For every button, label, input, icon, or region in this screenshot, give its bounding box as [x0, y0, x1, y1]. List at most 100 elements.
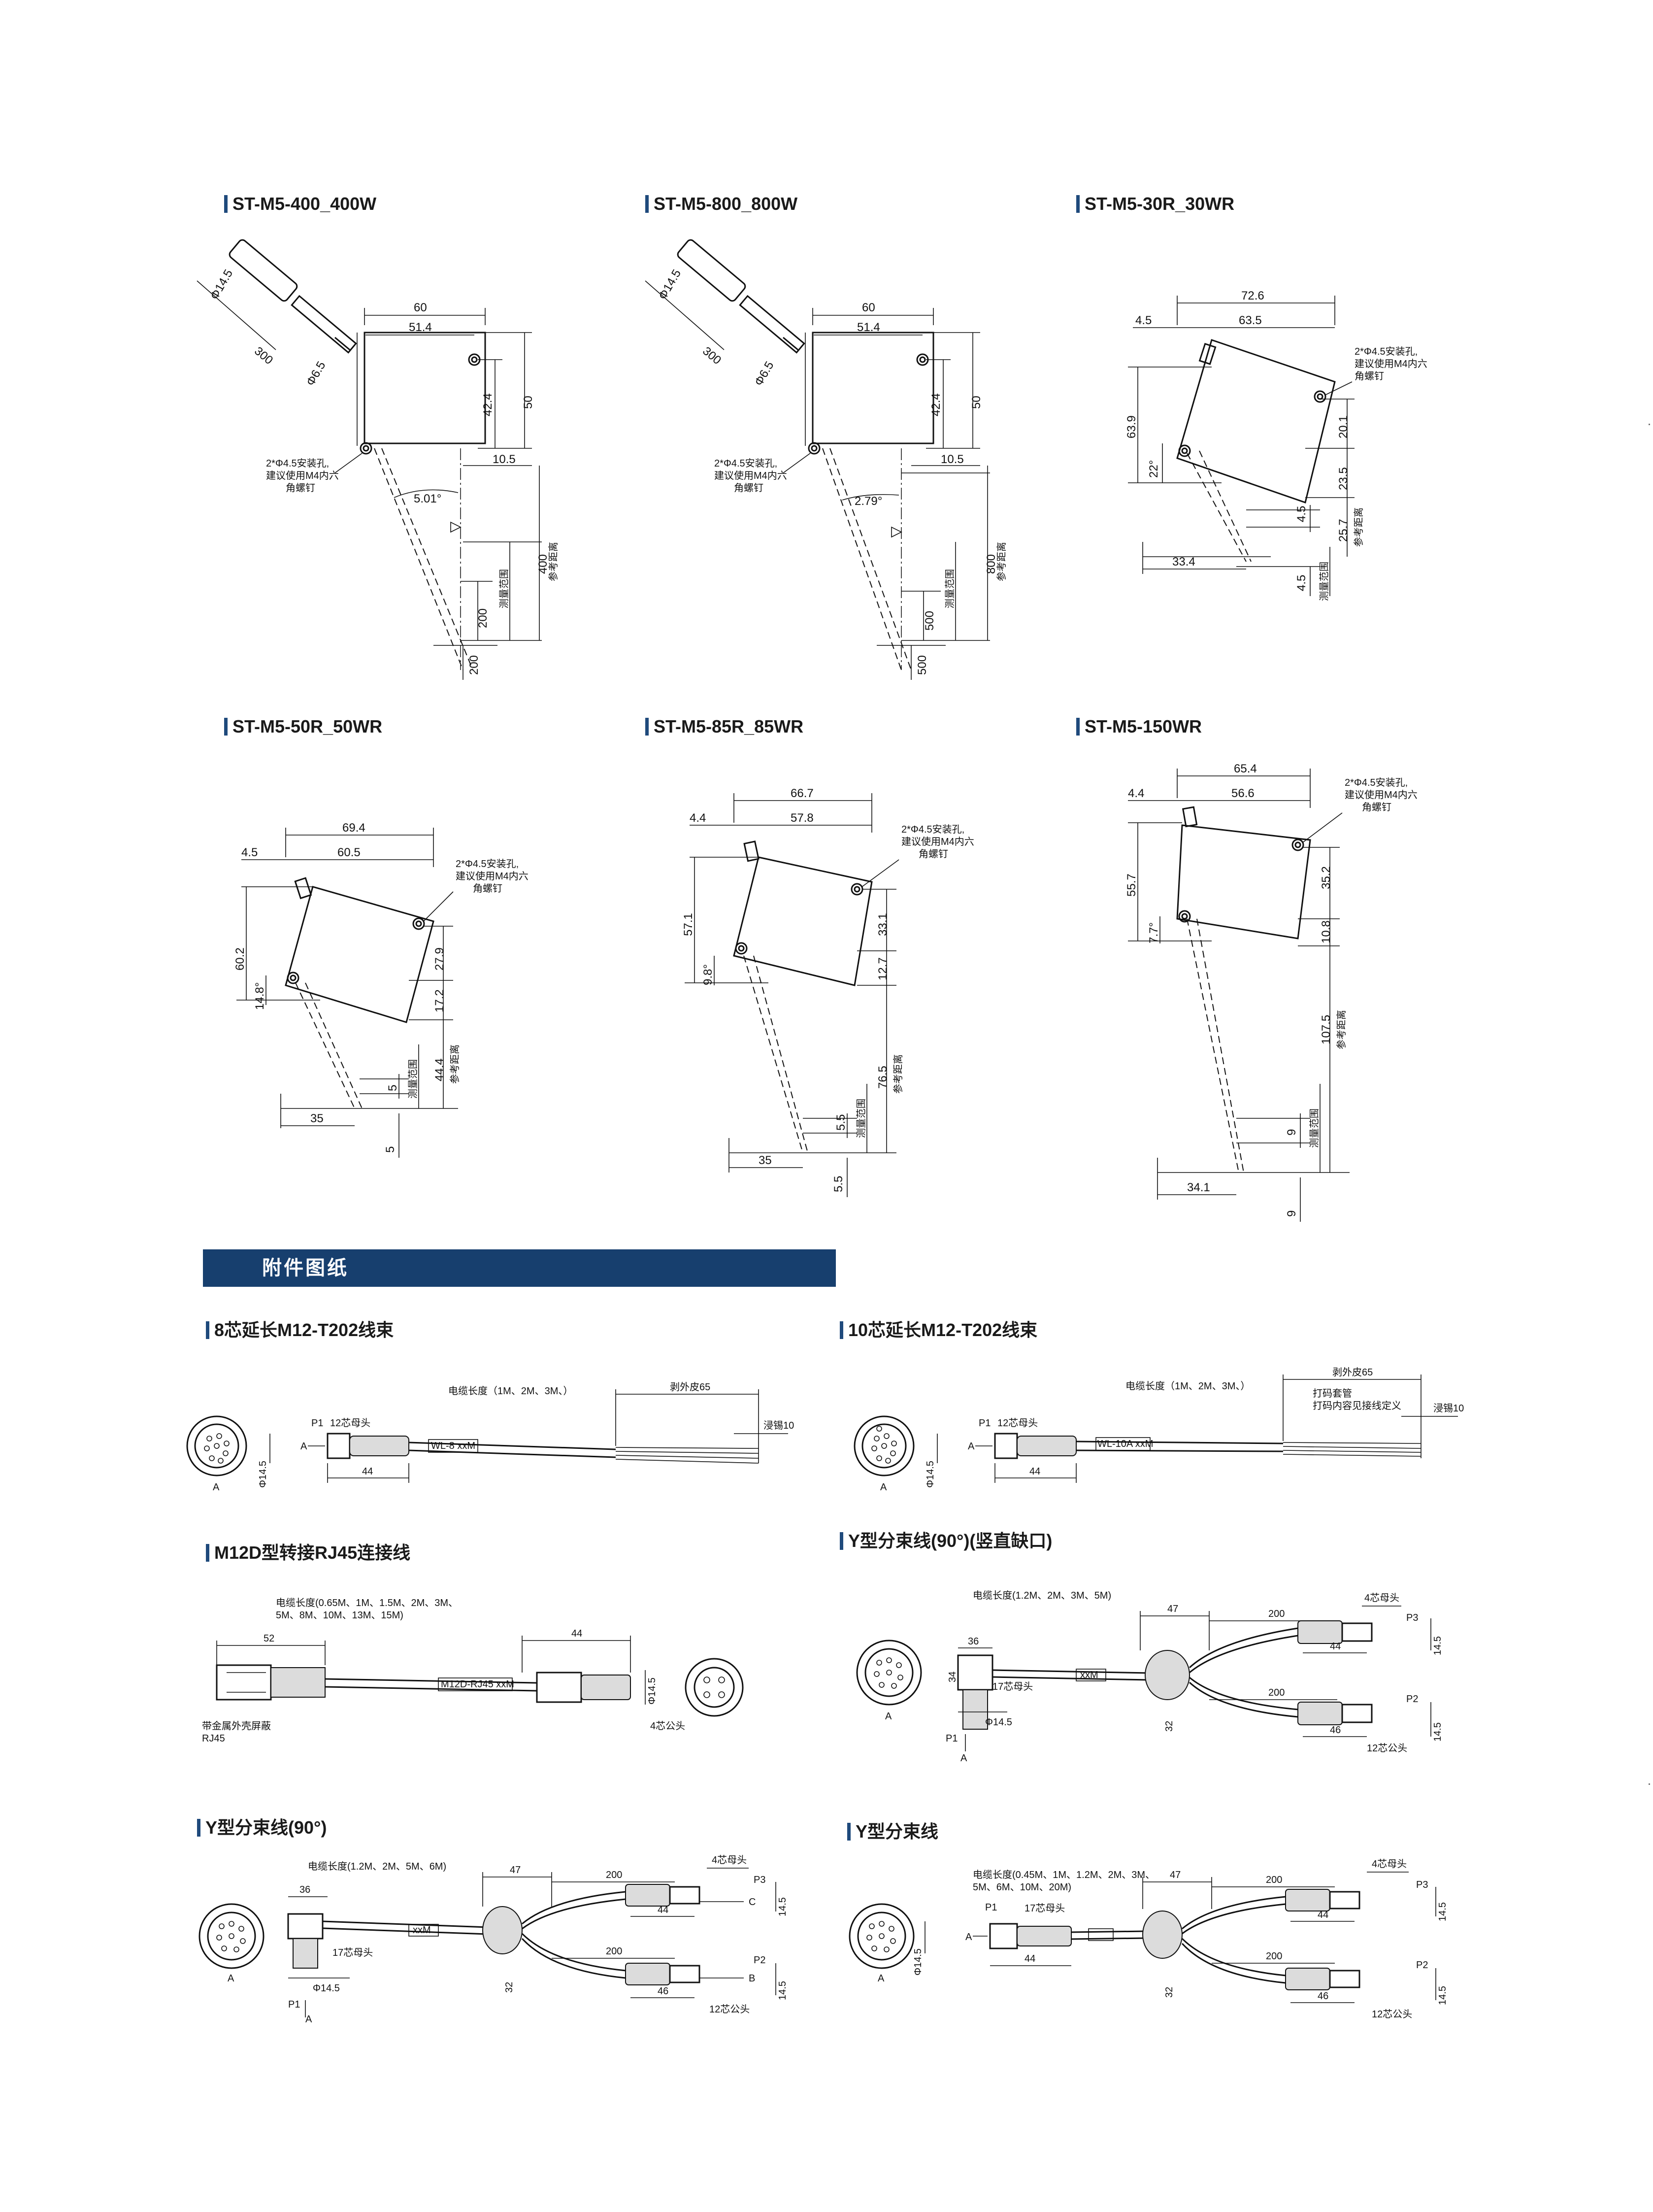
svg-text:5M、6M、10M、20M): 5M、6M、10M、20M): [973, 1882, 1071, 1893]
drawing-cable-8core: A A P1 12芯母头 WL-8 xxM 电缆长度（1M、2M、3M、） 剥外…: [186, 1381, 794, 1493]
svg-text:50: 50: [522, 396, 535, 409]
svg-text:5: 5: [386, 1085, 399, 1091]
svg-text:22°: 22°: [1147, 460, 1160, 478]
svg-text:300: 300: [700, 344, 724, 367]
svg-text:剥外皮65: 剥外皮65: [670, 1381, 710, 1393]
svg-text:P3: P3: [1416, 1879, 1428, 1890]
svg-text:4芯母头: 4芯母头: [1364, 1592, 1399, 1604]
svg-text:10.5: 10.5: [493, 453, 516, 466]
svg-text:参考距离: 参考距离: [449, 1044, 461, 1084]
svg-text:参考距离: 参考距离: [996, 542, 1007, 581]
svg-text:参考距离: 参考距离: [548, 542, 559, 581]
svg-text:2*Φ4.5安装孔,: 2*Φ4.5安装孔,: [1355, 346, 1418, 357]
svg-text:46: 46: [1330, 1725, 1341, 1736]
svg-text:57.1: 57.1: [682, 913, 695, 936]
svg-text:带金属外壳屏蔽: 带金属外壳屏蔽: [202, 1720, 271, 1732]
svg-text:17芯母头: 17芯母头: [992, 1681, 1033, 1692]
svg-text:2*Φ4.5安装孔,: 2*Φ4.5安装孔,: [901, 824, 964, 835]
drawing-cable-10core: A A P1 12芯母头 WL-10A xxM 电缆长度（1M、2M、3M、） …: [854, 1367, 1464, 1493]
svg-text:B: B: [749, 1973, 755, 1984]
drawing-st-m5-50r: 69.4 4.5 60.5 2*Φ4.5安装孔, 建议使用M4内六 角螺钉 60…: [233, 821, 529, 1158]
svg-text:浸锡10: 浸锡10: [1433, 1403, 1464, 1414]
svg-text:电缆长度（1M、2M、3M、）: 电缆长度（1M、2M、3M、）: [448, 1385, 573, 1397]
svg-text:电缆长度（1M、2M、3M、）: 电缆长度（1M、2M、3M、）: [1125, 1380, 1250, 1392]
svg-text:400: 400: [536, 554, 550, 574]
drawing-st-m5-150wr: 65.4 4.4 56.6 2*Φ4.5安装孔, 建议使用M4内六 角螺钉 55…: [1125, 762, 1418, 1222]
svg-text:P2: P2: [754, 1955, 765, 1966]
heading-cable-y: Y型分束线: [847, 1822, 938, 1842]
svg-text:4芯母头: 4芯母头: [712, 1854, 747, 1866]
svg-text:5.5: 5.5: [832, 1176, 845, 1192]
svg-text:xxM: xxM: [413, 1925, 431, 1936]
svg-text:34.1: 34.1: [1187, 1181, 1210, 1194]
cable-connector: [229, 239, 357, 354]
svg-text:200: 200: [1268, 1609, 1285, 1619]
svg-text:2*Φ4.5安装孔,: 2*Φ4.5安装孔,: [266, 458, 329, 469]
svg-text:14.5: 14.5: [777, 1981, 788, 2000]
svg-text:14.5: 14.5: [1437, 1902, 1448, 1921]
svg-text:Φ14.5: Φ14.5: [313, 1983, 340, 1994]
drawing-cable-y: A 电缆长度(0.45M、1M、1.2M、2M、3M、 5M、6M、10M、20…: [849, 1858, 1448, 2020]
svg-text:14.5: 14.5: [1432, 1636, 1443, 1655]
svg-text:4.5: 4.5: [241, 846, 258, 859]
heading-cable-y90: Y型分束线(90°): [197, 1818, 327, 1838]
svg-text:17芯母头: 17芯母头: [1025, 1903, 1065, 1914]
svg-text:M12D-RJ45 xxM: M12D-RJ45 xxM: [441, 1679, 514, 1690]
svg-text:7.7°: 7.7°: [1147, 922, 1160, 943]
svg-text:46: 46: [1318, 1991, 1328, 2002]
rj45-plug-icon: [216, 1664, 326, 1701]
svg-text:12芯母头: 12芯母头: [997, 1417, 1038, 1429]
svg-text:300: 300: [252, 344, 275, 367]
sensor-body: [733, 856, 873, 986]
svg-text:47: 47: [510, 1865, 521, 1876]
svg-text:76.5: 76.5: [876, 1066, 890, 1089]
drawing-cable-m12d-rj45: 电缆长度(0.65M、1M、1.5M、2M、3M、 5M、8M、10M、13M、…: [202, 1597, 744, 1744]
sensor-body: [364, 332, 486, 444]
svg-text:2*Φ4.5安装孔,: 2*Φ4.5安装孔,: [714, 458, 777, 469]
heading-st-m5-85r: ST-M5-85R_85WR: [645, 717, 803, 737]
svg-text:200: 200: [606, 1870, 622, 1880]
svg-text:66.7: 66.7: [791, 787, 814, 800]
svg-text:RJ45: RJ45: [202, 1733, 225, 1744]
svg-text:63.5: 63.5: [1239, 314, 1262, 327]
drawing-st-m5-30r: 72.6 4.5 63.5 2*Φ4.5安装孔, 建议使用M4内六 角螺钉 63…: [1125, 289, 1427, 601]
svg-text:55.7: 55.7: [1125, 873, 1138, 897]
svg-text:10.8: 10.8: [1320, 920, 1333, 943]
svg-text:角螺钉: 角螺钉: [286, 482, 315, 494]
svg-text:P1: P1: [979, 1418, 991, 1429]
svg-text:电缆长度(1.2M、2M、5M、6M): 电缆长度(1.2M、2M、5M、6M): [308, 1861, 446, 1872]
svg-text:12芯公头: 12芯公头: [1367, 1743, 1407, 1754]
cable-connector: [677, 239, 805, 354]
svg-text:4.4: 4.4: [1128, 787, 1144, 800]
svg-text:35: 35: [759, 1154, 772, 1167]
svg-text:浸锡10: 浸锡10: [763, 1420, 794, 1431]
svg-text:Φ6.5: Φ6.5: [752, 359, 777, 388]
svg-text:A: A: [300, 1441, 307, 1452]
svg-text:36: 36: [968, 1636, 979, 1647]
svg-text:5M、8M、10M、13M、15M): 5M、8M、10M、13M、15M): [276, 1610, 403, 1621]
svg-text:建议使用M4内六: 建议使用M4内六: [456, 871, 529, 882]
svg-text:WL-10A xxM: WL-10A xxM: [1097, 1439, 1153, 1449]
svg-text:A: A: [880, 1482, 887, 1493]
svg-text:800: 800: [985, 554, 998, 574]
heading-st-m5-400: ST-M5-400_400W: [224, 194, 376, 214]
svg-text:200: 200: [476, 608, 490, 628]
svg-text:52: 52: [264, 1633, 274, 1644]
svg-text:Φ14.5: Φ14.5: [647, 1677, 658, 1705]
svg-text:建议使用M4内六: 建议使用M4内六: [1355, 358, 1427, 369]
svg-text:P1: P1: [288, 1999, 300, 2010]
svg-text:xxM: xxM: [1080, 1670, 1098, 1680]
svg-text:A: A: [305, 2014, 312, 2025]
svg-text:35: 35: [310, 1112, 324, 1125]
svg-text:A: A: [960, 1753, 967, 1764]
svg-text:角螺钉: 角螺钉: [1355, 370, 1384, 382]
svg-text:P1: P1: [311, 1418, 323, 1429]
svg-text:A: A: [965, 1932, 972, 1943]
svg-text:63.9: 63.9: [1125, 415, 1138, 438]
heading-st-m5-30r: ST-M5-30R_30WR: [1076, 194, 1234, 214]
drawing-cable-y90-vertical: A 电缆长度(1.2M、2M、3M、5M) 36 34 17芯母头 Φ14.5 …: [856, 1590, 1443, 1764]
svg-text:角螺钉: 角螺钉: [919, 848, 948, 860]
svg-text:A: A: [885, 1711, 892, 1722]
svg-text:500: 500: [916, 655, 929, 675]
drawing-st-m5-800: Φ14.5 300 Φ6.5 60 51.4 42.4 50 10.5 2*Φ4…: [645, 239, 1007, 680]
